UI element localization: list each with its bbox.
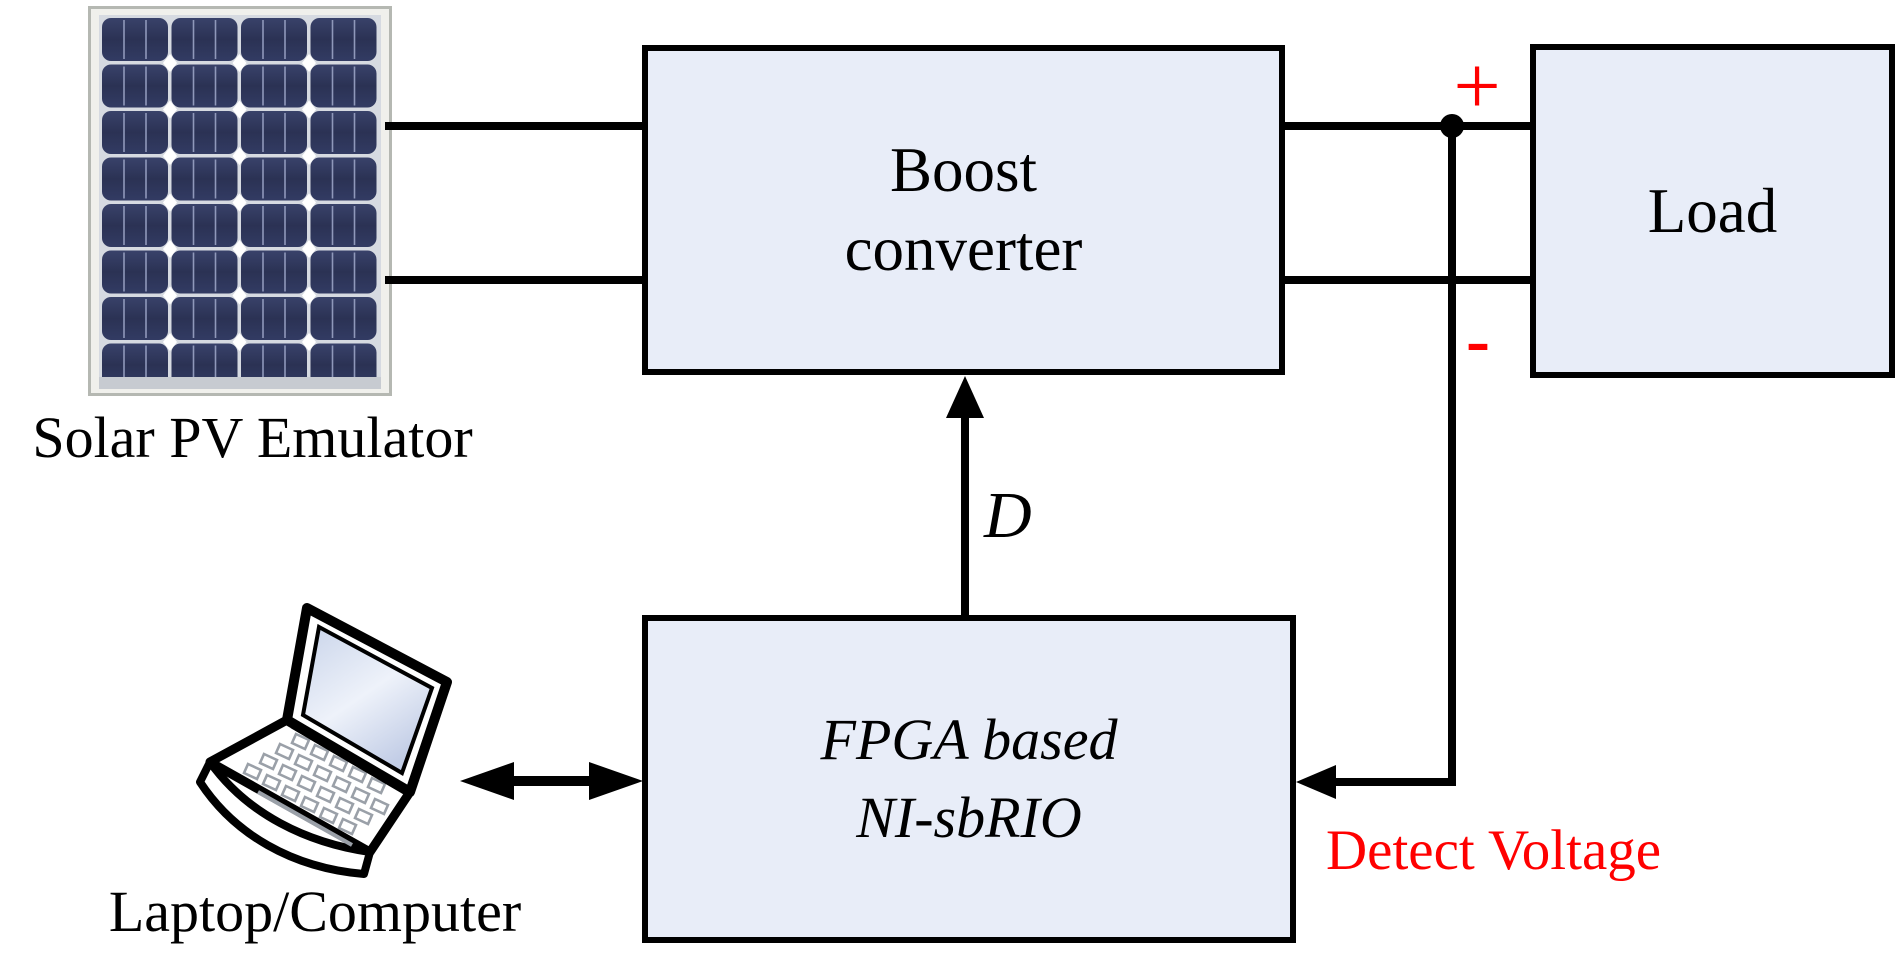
wire-boost-load-top <box>1282 122 1532 130</box>
duty-cycle-label: D <box>984 479 1032 552</box>
plus-polarity-label: + <box>1453 39 1501 133</box>
detect-voltage-label: Detect Voltage <box>1326 819 1662 882</box>
laptop-fpga-arrowhead-left-icon <box>460 762 514 800</box>
solar-panel-icon <box>88 6 392 396</box>
laptop-fpga-arrowhead-right-icon <box>589 762 643 800</box>
boost-converter-label-line1: Boost <box>889 135 1038 205</box>
load-label: Load <box>1647 175 1778 246</box>
solar-pv-caption: Solar PV Emulator <box>32 405 473 470</box>
minus-polarity-label: - <box>1466 299 1490 380</box>
fpga-label-line2: NI-sbRIO <box>856 785 1082 850</box>
fpga-block: FPGA based NI-sbRIO <box>642 615 1296 943</box>
load-block: Load <box>1530 44 1895 378</box>
duty-arrow-shaft <box>961 412 969 616</box>
detect-voltage-wire-vertical <box>1448 126 1456 786</box>
laptop-caption: Laptop/Computer <box>108 879 522 944</box>
boost-converter-label-line2: converter <box>844 214 1083 284</box>
fpga-label-line1: FPGA based <box>820 707 1118 772</box>
laptop-icon <box>196 603 452 878</box>
detect-voltage-arrowhead-icon <box>1296 765 1336 799</box>
wire-pv-boost-bottom <box>385 276 645 284</box>
laptop-fpga-arrow-shaft <box>505 776 600 786</box>
duty-arrowhead-icon <box>946 376 984 418</box>
detect-voltage-wire-horizontal <box>1330 778 1456 786</box>
wire-pv-boost-top <box>385 122 645 130</box>
boost-converter-block: Boost converter <box>642 45 1285 375</box>
wire-boost-load-bottom <box>1282 276 1534 284</box>
